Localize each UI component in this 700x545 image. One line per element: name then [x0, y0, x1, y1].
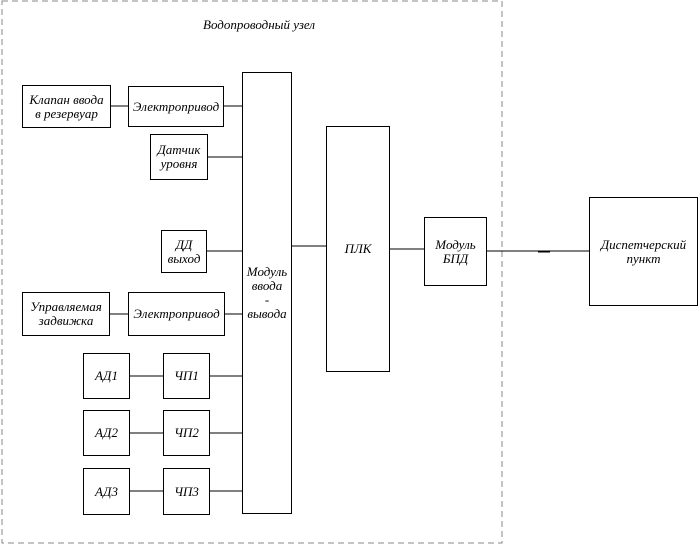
inlet-valve-block: Клапан ввода в резервуар [22, 85, 111, 128]
node-title: Водопроводный узел [203, 17, 316, 32]
vfd-3-block: ЧП3 [163, 468, 210, 515]
actuator-2-block: Электропривод [128, 292, 225, 336]
pressure-sensor-block: ДД выход [161, 230, 207, 273]
bpd-module-block: Модуль БПД [424, 217, 487, 286]
motor-2-block: АД2 [83, 410, 130, 456]
motor-1-block: АД1 [83, 353, 130, 399]
vfd-2-block: ЧП2 [163, 410, 210, 456]
dispatch-block: Диспетчерский пункт [589, 197, 698, 306]
level-sensor-block: Датчик уровня [150, 134, 208, 180]
plc-block: ПЛК [326, 126, 390, 372]
motor-3-block: АД3 [83, 468, 130, 515]
vfd-1-block: ЧП1 [163, 353, 210, 399]
io-module-block: Модуль ввода - вывода [242, 72, 292, 514]
actuator-1-block: Электропривод [128, 86, 224, 127]
node-boundary [1, 0, 503, 544]
controlled-gate-block: Управляемая задвижка [22, 292, 110, 336]
